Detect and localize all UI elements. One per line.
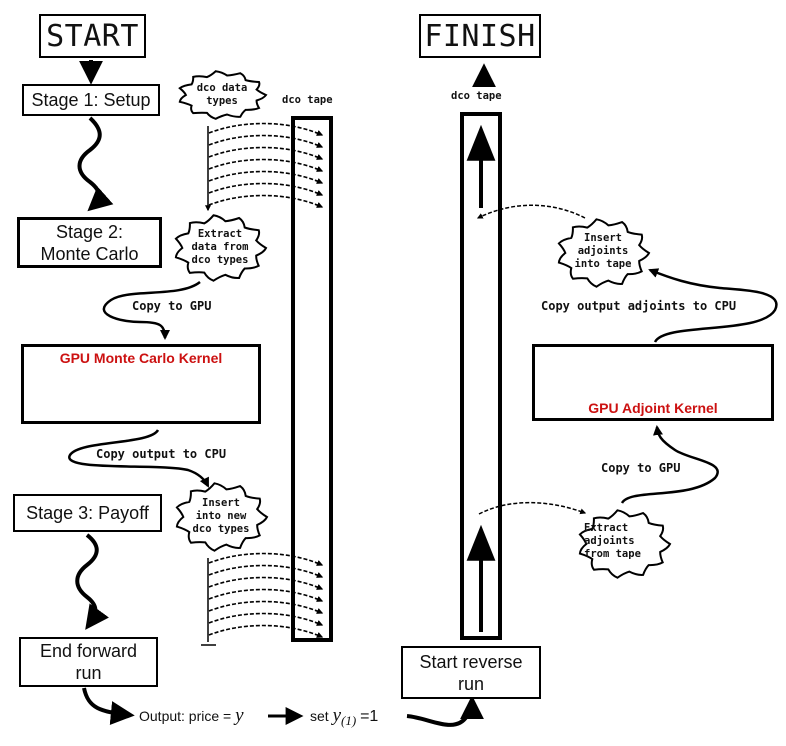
copy-output-to-cpu-label: Copy output to CPU <box>96 447 227 461</box>
tape-write-arrow <box>208 576 324 590</box>
arrow-end-to-output <box>82 687 135 726</box>
tape-write-arrow <box>208 564 324 578</box>
monte-carlo-kernel-title: GPU Monte Carlo Kernel <box>59 350 223 366</box>
copy-to-gpu-reverse-label: Copy to GPU <box>601 461 681 475</box>
stage3-label: Stage 3: Payoff <box>26 503 149 523</box>
cloud-insert-adjoints <box>557 218 651 288</box>
tape-write-arrows-bottom <box>208 552 324 638</box>
arrow-copy-output-to-cpu <box>68 429 210 488</box>
tape-write-arrow <box>208 146 324 160</box>
reverse-tape-label: dco tape <box>451 90 502 102</box>
start-reverse-box: Start reverse run <box>401 646 541 699</box>
arrow-copy-output-adjoints <box>648 268 778 343</box>
arrow-copy-to-gpu-reverse <box>620 425 719 504</box>
set-value: =1 <box>360 708 379 725</box>
gpu-monte-carlo-kernel: GPU Monte Carlo Kernel <box>21 344 261 424</box>
tape-write-arrow <box>208 134 324 148</box>
set-adjoint-text: set y(1) =1 <box>310 705 378 729</box>
finish-box: FINISH <box>419 14 541 58</box>
adjoint-kernel-title: GPU Adjoint Kernel <box>588 400 718 416</box>
end-forward-label: End forward run <box>39 641 138 683</box>
start-box: START <box>39 14 146 58</box>
arrow-set-to-start-reverse <box>406 695 484 727</box>
gpu-adjoint-kernel: GPU Adjoint Kernel <box>532 344 774 421</box>
tape-write-arrow <box>208 624 324 638</box>
copy-output-adjoints-label: Copy output adjoints to CPU <box>541 299 737 313</box>
tape-write-arrow <box>208 122 324 136</box>
tape-write-arrow <box>208 182 324 196</box>
tape-write-arrow <box>208 194 324 208</box>
output-price-text: Output: price = y <box>139 705 244 727</box>
tape-write-arrow <box>208 158 324 172</box>
end-forward-box: End forward run <box>19 637 158 687</box>
arrow-copy-to-gpu-forward <box>102 280 201 340</box>
set-sub: (1) <box>341 713 357 728</box>
stage2-box: Stage 2: Monte Carlo <box>17 217 162 268</box>
cloud-insert-new-types <box>175 482 269 552</box>
set-var: y <box>332 705 342 726</box>
finish-label: FINISH <box>424 18 536 54</box>
output-var: y <box>235 705 244 726</box>
cloud-insert-new-types-text: Insert into new dco types <box>192 497 250 535</box>
cloud-extract-data <box>174 214 268 282</box>
output-prefix: Output: price = <box>139 708 232 724</box>
tape-write-arrow <box>208 600 324 614</box>
arrow-insert-adjoints <box>476 204 586 219</box>
stage1-label: Stage 1: Setup <box>31 90 151 110</box>
cloud-insert-adjoints-text: Insert adjoints into tape <box>574 232 632 270</box>
set-prefix: set <box>310 708 329 724</box>
forward-flow-line-bottom <box>201 558 216 646</box>
stage2-label: Stage 2: Monte Carlo <box>40 221 139 264</box>
start-reverse-label: Start reverse run <box>419 651 523 694</box>
cloud-dco-data-types-text: dco data types <box>196 82 248 107</box>
reverse-dco-tape <box>460 112 502 640</box>
tape-write-arrow <box>208 170 324 184</box>
stage3-box: Stage 3: Payoff <box>13 494 162 532</box>
arrow-stage3-to-end <box>75 533 109 630</box>
forward-tape-label: dco tape <box>282 94 333 106</box>
tape-write-arrow <box>208 552 324 566</box>
arrow-stage1-to-stage2 <box>77 116 114 212</box>
tape-write-arrows-top <box>208 122 324 208</box>
copy-to-gpu-forward-label: Copy to GPU <box>132 299 212 313</box>
cloud-extract-adjoints <box>578 509 672 579</box>
cloud-extract-adjoints-text: Extract adjoints from tape <box>584 522 641 560</box>
tape-write-arrow <box>208 588 324 602</box>
stage1-box: Stage 1: Setup <box>22 84 160 116</box>
start-label: START <box>46 18 139 54</box>
forward-dco-tape <box>291 116 333 642</box>
cloud-dco-data-types <box>178 70 268 120</box>
arrow-extract-adjoints <box>478 501 587 515</box>
cloud-extract-data-text: Extract data from dco types <box>191 228 249 266</box>
tape-write-arrow <box>208 612 324 626</box>
